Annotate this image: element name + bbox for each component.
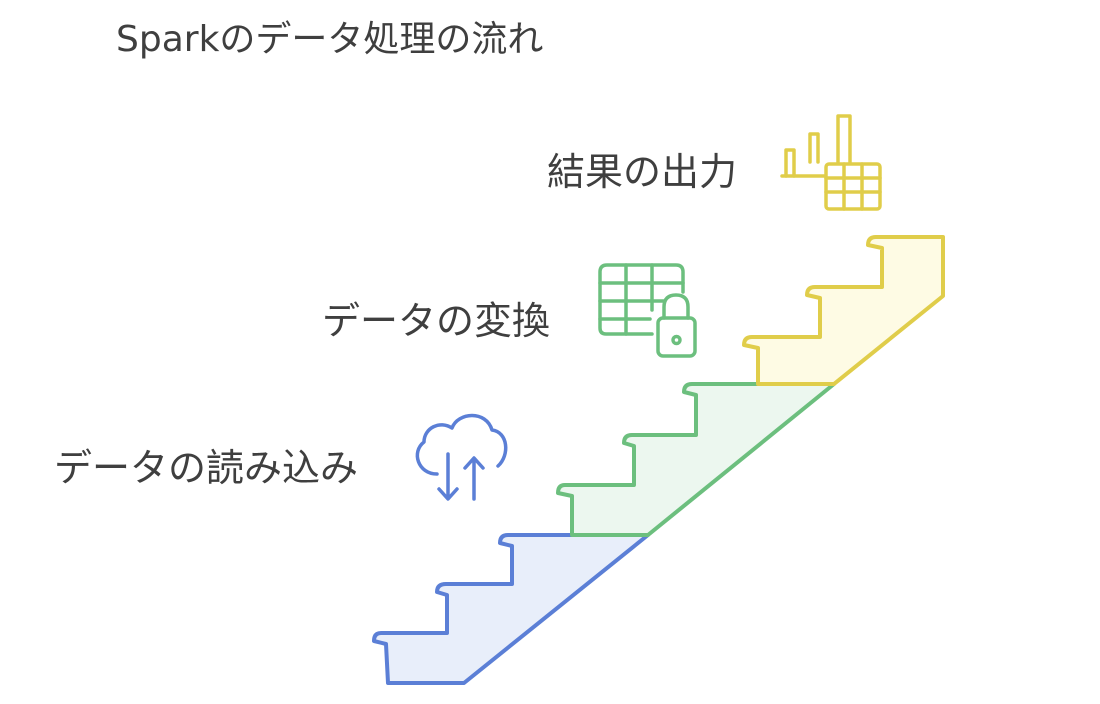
stair-segment-output (742, 235, 945, 386)
step-label-transform: データの変換 (322, 299, 551, 343)
stair-segment-output-body (742, 235, 945, 386)
stair-segment-transform-body (556, 382, 836, 537)
stair-segment-load (372, 533, 650, 685)
step-label-output: 結果の出力 (547, 150, 738, 194)
table-lock-icon (598, 263, 697, 358)
stair-segment-transform (556, 382, 836, 537)
diagram-title: Sparkのデータ処理の流れ (116, 19, 544, 60)
bar-chart-table-icon (780, 114, 882, 211)
stair-segment-load-body (372, 533, 650, 685)
cloud-upload-download-icon (415, 413, 508, 501)
step-label-load: データの読み込み (54, 446, 359, 490)
